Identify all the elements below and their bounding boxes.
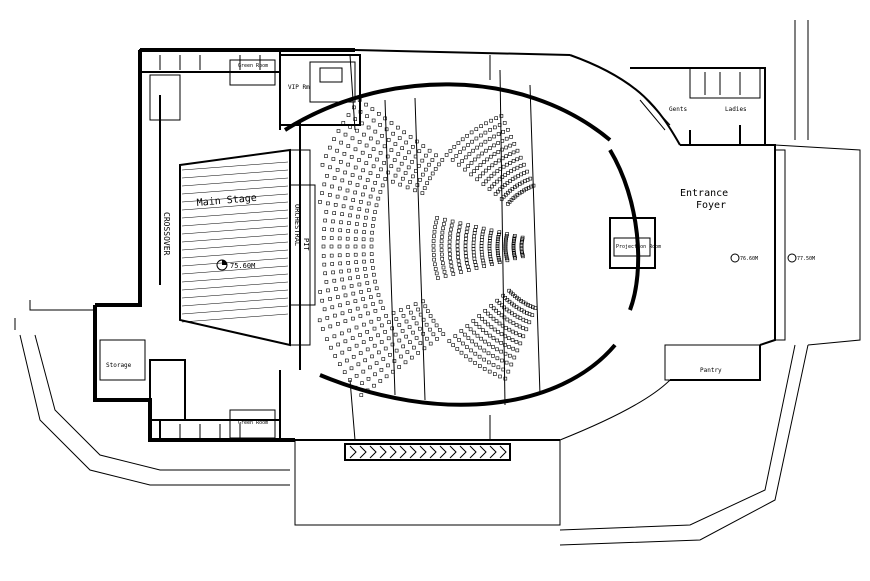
- vip-room-label: VIP Rm: [288, 84, 310, 91]
- storage-label: Storage: [106, 362, 132, 369]
- aisles: [349, 54, 541, 441]
- green-room-top-label: Green Room: [238, 63, 268, 69]
- pantry-label: Pantry: [700, 367, 722, 374]
- vip-room: [279, 54, 361, 126]
- audience-seating: [317, 98, 538, 397]
- site-boundary: [14, 20, 861, 546]
- stage-house: [99, 49, 281, 441]
- room-labels: Main Stage 75.60M VIP Rm Green Room Gree…: [106, 63, 815, 426]
- projection-room-label: Projection Room: [616, 244, 661, 250]
- level-foyer-label: 76.60M: [740, 256, 758, 262]
- main-stage: [179, 148, 316, 347]
- foyer-rooms: [639, 67, 786, 381]
- level-outside-label: 77.50M: [797, 256, 815, 262]
- green-room-bottom-label: Green Room: [238, 420, 268, 426]
- pit-label: PIT: [302, 238, 310, 251]
- entrance-label: Entrance: [680, 188, 728, 199]
- entrance-canopy: [294, 439, 561, 526]
- gents-label: Gents: [669, 106, 687, 113]
- orchestral-label: ORCHESTRAL: [293, 204, 301, 246]
- ladies-label: Ladies: [725, 106, 747, 113]
- projection-room: [609, 217, 656, 269]
- level-stage-label: 75.60M: [230, 262, 255, 270]
- level-marker-icon: [216, 253, 797, 271]
- main-stage-label: Main Stage: [196, 193, 257, 209]
- crossover-label: CROSSOVER: [162, 212, 171, 256]
- foyer-label: Foyer: [696, 200, 726, 211]
- auditorium-walls: [283, 82, 641, 407]
